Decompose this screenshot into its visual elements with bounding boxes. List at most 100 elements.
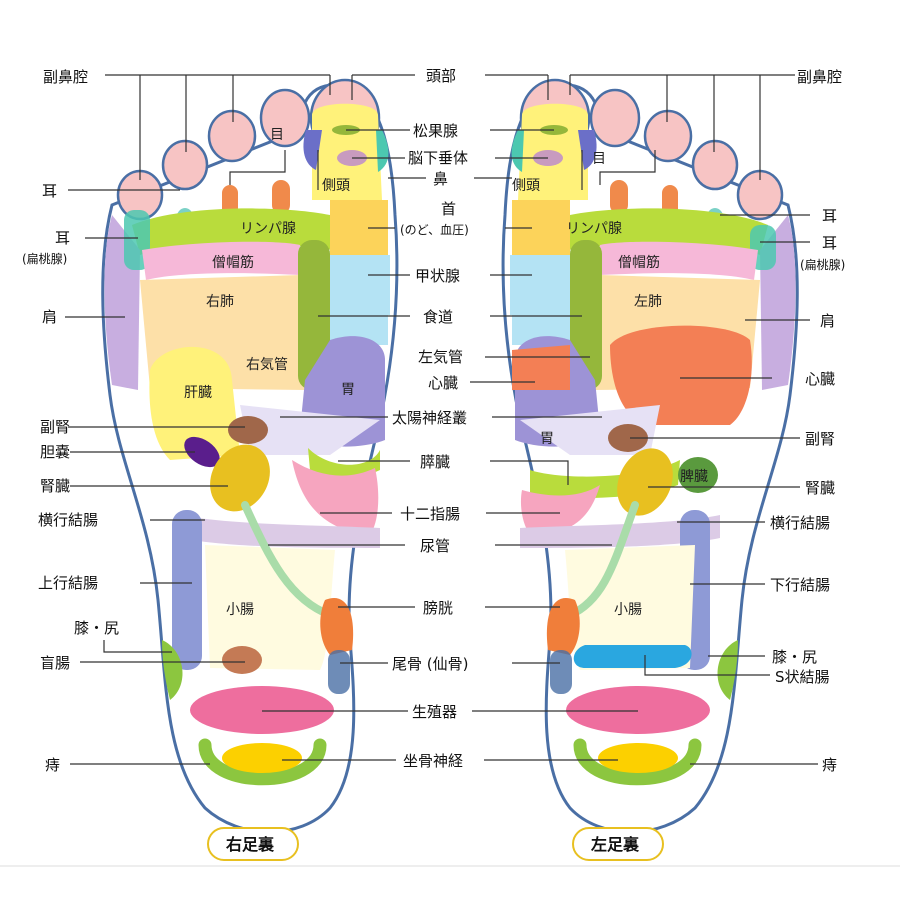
outer-labels-left: 副鼻腔 耳 耳 (扁桃腺) 肩 副腎 胆嚢 腎臓 横行結腸 上行結腸 膝・尻 盲… [22,68,119,774]
label-sokuto-left: 側頭 [512,178,540,194]
label-mimi2-right: 耳 [55,229,70,247]
right-reproductive [190,686,334,734]
label-seishoku: 生殖器 [412,703,457,721]
label-nyoukan: 尿管 [420,537,450,555]
label-kata-right: 肩 [42,308,57,326]
label-mimi2-left: 耳 [822,234,837,252]
label-kakou: 下行結腸 [770,576,830,594]
label-mimi-right: 耳 [42,182,57,200]
label-s-jou: S状結腸 [775,668,830,686]
label-me-left: 目 [592,151,606,167]
label-lymph-right: リンパ腺 [240,221,296,237]
label-fukujin-right: 副腎 [40,418,70,436]
label-sokuto-right: 側頭 [322,178,350,194]
left-nose-zone [511,130,524,172]
left-thyroid [510,255,570,315]
left-duodenum [520,485,600,535]
label-fukubiku-left: 副鼻腔 [797,68,842,86]
left-heart [610,325,752,425]
label-hiza-left: 膝・尻 [772,648,817,666]
left-eye-2 [610,180,628,214]
right-toe-2 [259,88,311,148]
left-bladder [546,598,580,655]
right-kidney [210,444,270,512]
right-foot [101,78,399,834]
right-sole-badge [207,827,299,861]
label-left-sole: 左足裏 [590,835,640,854]
left-ureter [566,501,639,619]
label-hana: 鼻 [433,170,448,188]
label-zakotsu: 坐骨神経 [403,752,463,770]
label-noukasuitai: 脳下垂体 [408,149,468,167]
right-trapezius [142,241,300,280]
right-temple [303,130,322,170]
label-suizou: 膵臓 [420,453,450,471]
right-liver [149,346,240,460]
right-thyroid [330,255,390,315]
inner-labels: 目 目 側頭 側頭 リンパ腺 リンパ腺 僧帽筋 僧帽筋 右肺 左肺 右気管 肝臓… [184,127,708,618]
left-small-intestine [565,545,695,670]
label-hidari-kikan: 左気管 [418,348,463,366]
label-kubi-sub: (のど、血圧) [400,223,469,237]
label-boukou: 膀胱 [423,599,453,617]
label-tobu: 頭部 [426,67,456,85]
label-hiza-right: 膝・尻 [74,619,119,637]
right-pancreas [308,448,380,478]
right-gallbladder [184,436,220,468]
right-toe-4 [161,139,209,191]
label-shinzou-left: 心臓 [805,370,835,388]
left-knee [717,640,738,700]
label-mimi-left: 耳 [822,207,837,225]
label-hentou-right: (扁桃腺) [22,251,67,266]
label-kubi: 首 [441,200,456,218]
label-right-sole: 右足裏 [226,835,275,854]
right-coccyx [328,650,350,694]
label-joukou: 上行結腸 [38,574,98,592]
label-oukou-left: 横行結腸 [770,514,830,532]
outer-labels-right: 副鼻腔 耳 耳 (扁桃腺) 肩 心臓 副腎 腎臓 横行結腸 下行結腸 膝・尻 S… [770,68,845,774]
label-migi-kikan: 右気管 [246,357,288,373]
label-kata-left: 肩 [820,312,835,330]
right-ureter [241,501,334,619]
left-hemorrhoid-zone [598,743,678,773]
left-bronchus [570,240,602,390]
label-hizou: 脾臓 [680,469,708,485]
right-nose-zone [376,130,389,172]
left-toe-4 [691,139,739,191]
left-foot [501,78,799,834]
left-coccyx [550,650,572,694]
label-oukou-right: 横行結腸 [38,511,98,529]
label-migi-hai: 右肺 [206,294,234,310]
right-eye-2 [272,180,290,214]
label-mouchou: 盲腸 [40,654,70,672]
right-ascending [172,510,202,670]
label-ji-left: 痔 [822,756,837,774]
label-hidari-hai: 左肺 [634,294,662,310]
label-fukubiku-right: 副鼻腔 [43,68,88,86]
leader-lines [65,74,818,765]
left-sigmoid [573,645,692,668]
label-jinzou-right: 腎臓 [40,477,70,495]
label-taiyou: 太陽神経叢 [392,409,467,427]
left-kidney [617,448,673,516]
left-spleen [678,457,718,493]
label-shinzou-center: 心臓 [428,374,458,392]
label-jinzou-left: 腎臓 [805,479,835,497]
label-i-left: 胃 [540,431,554,447]
label-fukujin-left: 副腎 [805,430,835,448]
right-duodenum [292,460,379,535]
left-adrenal [608,424,648,452]
label-shokakasen: 松果腺 [413,122,458,140]
left-toe-2 [589,88,641,148]
left-reproductive [566,686,710,734]
sole-titles: 右足裏 左足裏 [207,827,664,861]
left-transverse [520,515,720,548]
label-kojousen: 甲状腺 [415,267,460,285]
right-hemorrhoid-zone [222,743,302,773]
label-i-right: 胃 [341,382,355,398]
right-knee [162,640,183,700]
right-transverse [180,515,380,548]
left-toe-3 [643,109,693,163]
label-kanzou: 肝臓 [184,385,212,401]
